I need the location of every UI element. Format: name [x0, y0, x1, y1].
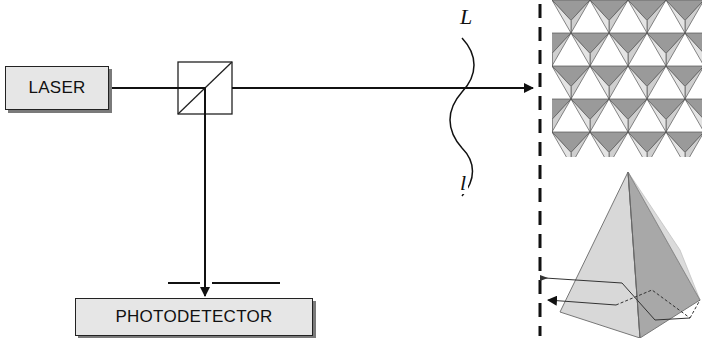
tile-facet — [590, 0, 609, 33]
tile-facet — [628, 66, 647, 99]
tile-facet — [590, 132, 609, 157]
laser-beam — [232, 87, 533, 89]
tile-facet — [628, 132, 647, 157]
tile-facet — [571, 132, 590, 157]
tile-facet — [685, 33, 702, 66]
tile-facet — [571, 99, 590, 132]
tile-facet — [666, 132, 685, 157]
box-label: PHOTODETECTOR — [115, 307, 272, 327]
tile-facet — [552, 0, 571, 33]
detector-box: PHOTODETECTOR — [75, 298, 313, 336]
tile-facet — [552, 132, 571, 157]
tile-facet — [609, 0, 628, 33]
retroreflector-array — [552, 0, 702, 157]
tile-facet — [628, 33, 647, 66]
target-plane — [539, 4, 542, 336]
tile-facet — [552, 99, 571, 132]
tile-facet — [685, 99, 702, 132]
tile-facet — [666, 0, 685, 33]
tile-facet — [647, 33, 666, 66]
tile-facet — [590, 33, 609, 66]
tile-facet — [552, 66, 571, 99]
tile-facet — [666, 99, 685, 132]
tile-facet — [571, 33, 590, 66]
laser-box: LASER — [5, 66, 109, 110]
tile-facet — [590, 66, 609, 99]
tile-facet — [609, 66, 628, 99]
tile-facet — [571, 66, 590, 99]
distance-label: L — [458, 6, 474, 28]
tile-facet — [647, 99, 666, 132]
tile-facet — [571, 0, 590, 33]
tile-facet — [609, 99, 628, 132]
tile-facet — [628, 0, 647, 33]
tile-facet — [685, 132, 702, 157]
distance-break — [450, 38, 474, 196]
aperture — [212, 282, 280, 284]
tile-facet — [628, 99, 647, 132]
corner-cube — [540, 172, 700, 338]
box-label: LASER — [28, 78, 85, 98]
tile-facet — [685, 0, 702, 33]
tile-facet — [609, 132, 628, 157]
tile-facet — [666, 33, 685, 66]
tile-facet — [647, 66, 666, 99]
tile-facet — [552, 33, 571, 66]
distance-label: l — [458, 172, 468, 194]
tile-facet — [647, 132, 666, 157]
tile-facet — [666, 66, 685, 99]
beam-path — [109, 88, 205, 296]
tile-facet — [590, 99, 609, 132]
aperture — [168, 282, 200, 284]
tile-facet — [609, 33, 628, 66]
tile-facet — [647, 0, 666, 33]
tile-facet — [685, 66, 702, 99]
